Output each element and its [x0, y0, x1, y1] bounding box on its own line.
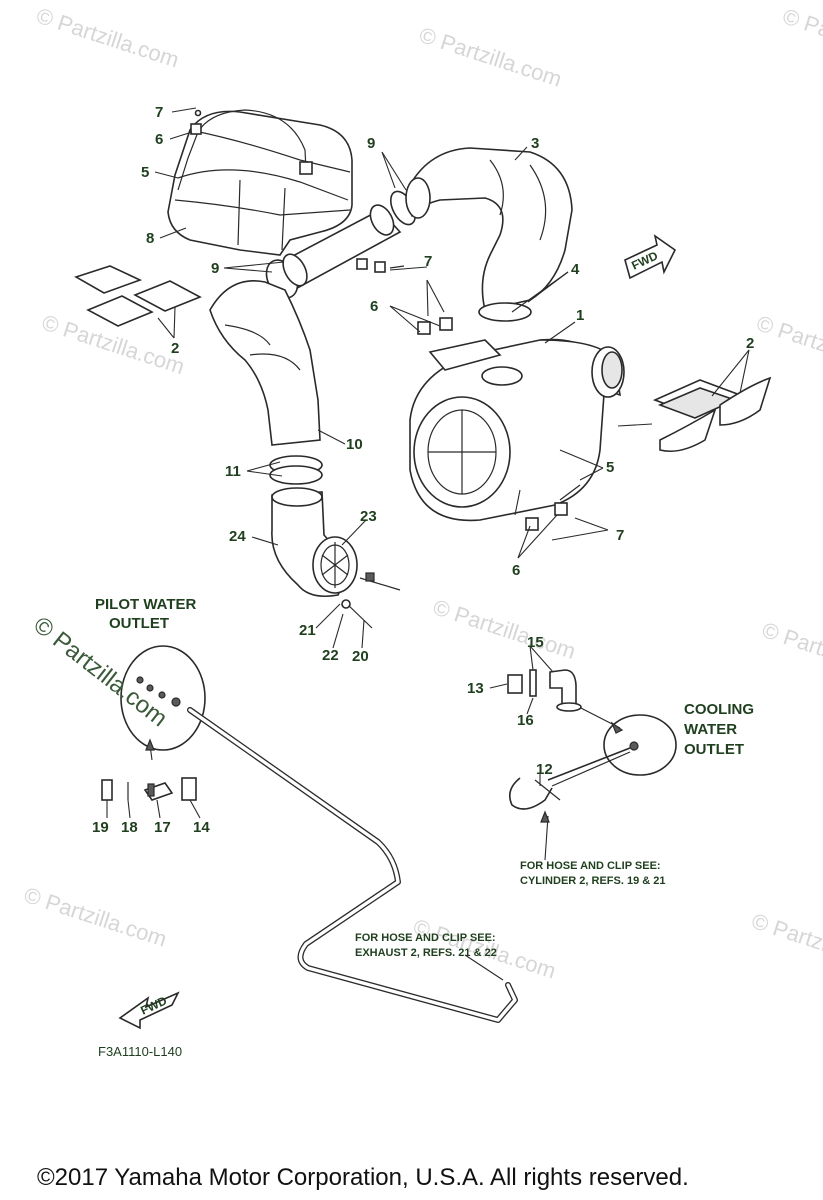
- watermark: © Partzilla.com: [780, 4, 823, 74]
- pilot-water-label: OUTLET: [109, 615, 169, 632]
- callout-12: 12: [536, 761, 553, 778]
- watermark-layer: © Partzilla.com © Partzilla.com © Partzi…: [21, 3, 823, 984]
- fwd-arrow-top: FWD: [624, 234, 677, 280]
- callout-5: 5: [141, 164, 149, 181]
- callout-22: 22: [322, 647, 339, 664]
- cooling-water-label: WATER: [684, 721, 737, 738]
- intake-duct: [265, 190, 417, 299]
- watermark: © Partzilla.com: [33, 3, 182, 73]
- callout-19: 19: [92, 819, 109, 836]
- callout-10: 10: [346, 436, 363, 453]
- foam-pads-right: [652, 376, 772, 453]
- watermark: © Partzilla.com: [21, 882, 170, 952]
- air-box: [409, 317, 625, 531]
- leader-lines: [106, 107, 750, 981]
- elbow-hose-3: [405, 147, 573, 322]
- cooling-water-label: OUTLET: [684, 741, 744, 758]
- callouts: 7 6 5 8 9 9 3 7 6 4 1 2 2 10 5 11 23 24 …: [92, 104, 754, 836]
- cylinder-note: FOR HOSE AND CLIP SEE:: [520, 860, 661, 872]
- watermark: © Partzilla.com: [759, 617, 823, 687]
- callout-14: 14: [193, 819, 210, 836]
- foam-pads-left: [74, 265, 202, 327]
- callout-16: 16: [517, 712, 534, 729]
- callout-6: 6: [370, 298, 378, 315]
- callout-3: 3: [531, 135, 539, 152]
- callout-2: 2: [171, 340, 179, 357]
- copyright-notice: ©2017 Yamaha Motor Corporation, U.S.A. A…: [37, 1164, 689, 1191]
- fwd-arrow-bottom: FWD: [118, 991, 180, 1030]
- callout-6: 6: [512, 562, 520, 579]
- pilot-fittings: [101, 777, 197, 801]
- callout-7: 7: [424, 253, 432, 270]
- watermark: © Partzilla.com: [416, 22, 565, 92]
- exhaust-note: FOR HOSE AND CLIP SEE:: [355, 932, 496, 944]
- cooling-fittings: [507, 669, 582, 712]
- pilot-water-label: PILOT WATER: [95, 596, 197, 613]
- callout-4: 4: [571, 261, 580, 278]
- callout-20: 20: [352, 648, 369, 665]
- exhaust-note: EXHAUST 2, REFS. 21 & 22: [355, 947, 497, 959]
- cylinder-note: CYLINDER 2, REFS. 19 & 21: [520, 875, 666, 887]
- pilot-water-detail: [120, 645, 206, 761]
- callout-23: 23: [360, 508, 377, 525]
- section-labels: PILOT WATER OUTLET COOLING WATER OUTLET …: [95, 596, 754, 959]
- callout-15: 15: [527, 634, 544, 651]
- cooling-water-label: COOLING: [684, 701, 754, 718]
- callout-2: 2: [746, 335, 754, 352]
- duct-clips: [356, 258, 405, 273]
- callout-6: 6: [155, 131, 163, 148]
- cooling-water-detail: [509, 704, 677, 810]
- watermark: © Partzilla.com: [430, 594, 579, 664]
- callout-8: 8: [146, 230, 154, 247]
- callout-18: 18: [121, 819, 138, 836]
- callout-24: 24: [229, 528, 246, 545]
- callout-7: 7: [155, 104, 163, 121]
- pilot-water-tube: [187, 707, 518, 1023]
- callout-1: 1: [576, 307, 584, 324]
- callout-9: 9: [211, 260, 219, 277]
- callout-17: 17: [154, 819, 171, 836]
- watermark: © Partzilla.com: [754, 310, 823, 380]
- callout-21: 21: [299, 622, 316, 639]
- callout-11: 11: [225, 463, 241, 480]
- watermark: © Partzilla.com: [749, 908, 823, 978]
- callout-13: 13: [467, 680, 484, 697]
- water-box-elbow: [271, 487, 401, 629]
- intake-box-cover: [167, 109, 353, 256]
- callout-7: 7: [616, 527, 624, 544]
- elbow-hose-10: [209, 280, 323, 485]
- callout-5: 5: [606, 459, 614, 476]
- figure-id: F3A1110-L140: [98, 1044, 182, 1059]
- callout-9: 9: [367, 135, 375, 152]
